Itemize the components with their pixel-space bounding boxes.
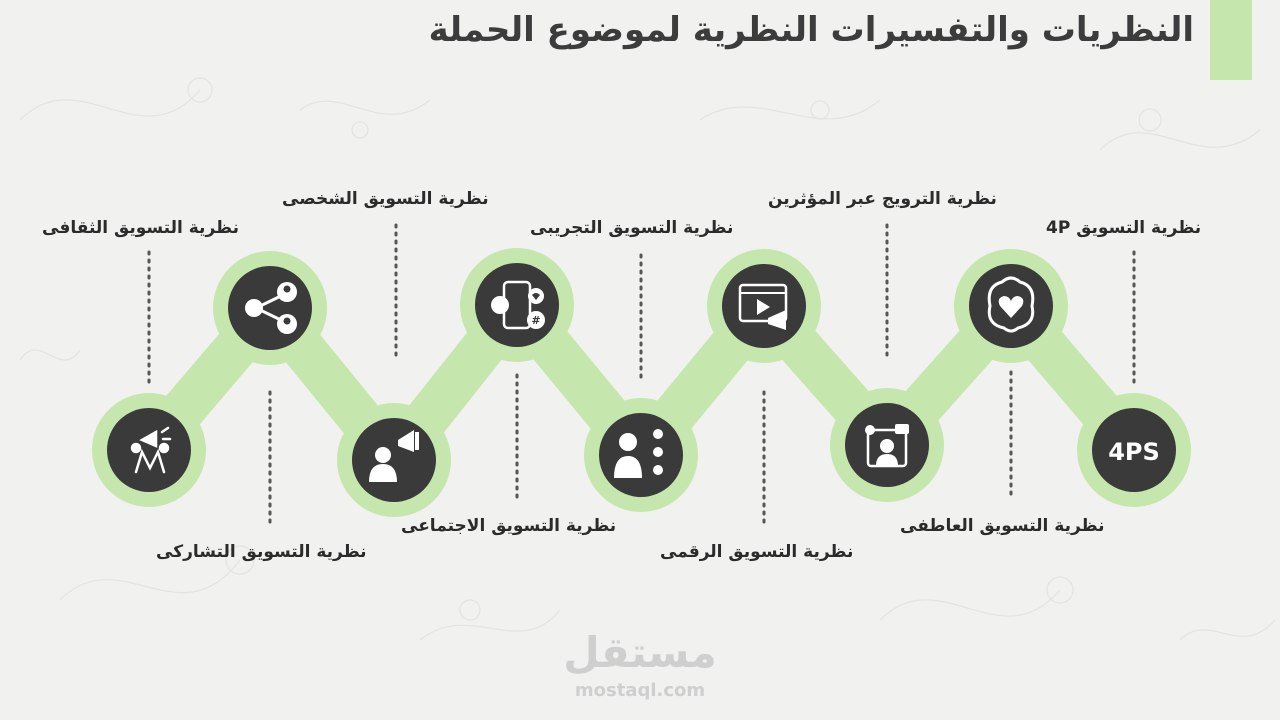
label-participatory-marketing: نظرية التسويق التشاركى <box>156 542 367 562</box>
label-influencer-marketing: نظرية الترويج عبر المؤثرين <box>768 189 997 209</box>
label-social-marketing: نظرية التسويق الاجتماعى <box>401 516 617 536</box>
node-social-marketing: # <box>460 248 574 362</box>
label-4p-marketing: نظرية التسويق 4P <box>1046 218 1202 238</box>
svg-text:#: # <box>531 314 540 327</box>
social-media-phone-icon: # <box>491 280 545 330</box>
node-personal-marketing <box>337 403 451 517</box>
node-digital-marketing <box>707 249 821 363</box>
label-cultural-marketing: نظرية التسويق الثقافى <box>42 218 239 238</box>
influencer-laptop-icon <box>865 424 909 468</box>
node-participatory-marketing <box>92 393 206 507</box>
watermark-logo: مستقل <box>563 628 717 677</box>
watermark-url: mostaql.com <box>574 680 706 701</box>
node-cultural-marketing <box>213 251 327 365</box>
label-emotional-marketing: نظرية التسويق العاطفى <box>900 516 1105 536</box>
node-experiential-marketing <box>584 398 698 512</box>
label-digital-marketing: نظرية التسويق الرقمى <box>660 542 854 562</box>
title-accent-bar <box>1210 0 1252 80</box>
experiential-user-icon <box>614 429 663 478</box>
dotted-connectors <box>147 223 1136 524</box>
node-4p-marketing: 4PS <box>1077 393 1191 507</box>
team-megaphone-icon <box>130 426 172 474</box>
node-influencer-marketing <box>830 388 944 502</box>
4ps-icon: 4PS <box>1108 438 1160 466</box>
page-title: النظريات والتفسيرات النظرية لموضوع الحمل… <box>428 10 1194 50</box>
share-network-icon <box>245 282 297 334</box>
node-emotional-marketing <box>954 249 1068 363</box>
label-experiential-marketing: نظرية التسويق التجريبى <box>530 218 734 238</box>
label-personal-marketing: نظرية التسويق الشخصى <box>282 189 489 209</box>
personal-broadcast-icon <box>369 430 419 482</box>
digital-video-icon <box>738 283 788 330</box>
heart-brain-icon <box>987 276 1035 333</box>
